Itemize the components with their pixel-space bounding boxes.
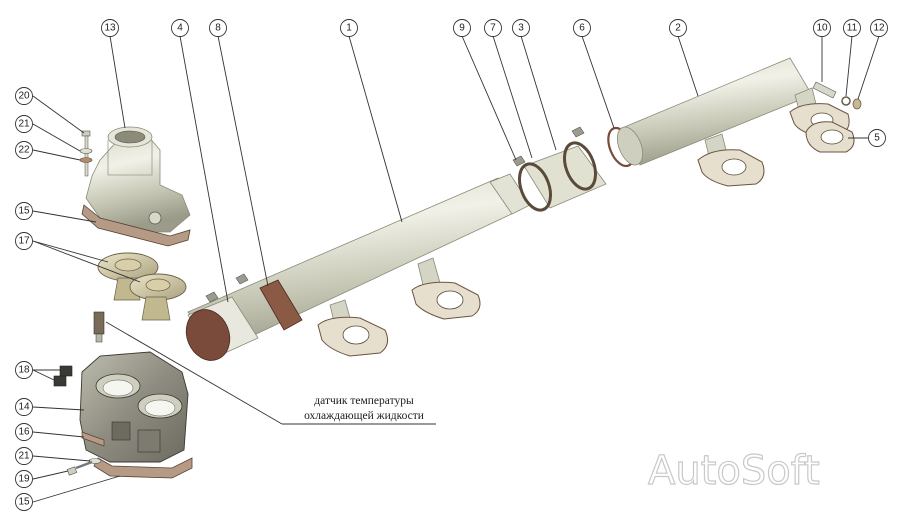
callout-16-bubble bbox=[15, 423, 33, 441]
callout-15-lower-bubble bbox=[15, 493, 33, 511]
callout-3-label: 3 bbox=[518, 23, 524, 34]
callout-21-lower-label: 21 bbox=[18, 451, 30, 462]
callout-13-bubble bbox=[101, 19, 119, 37]
gasket-15-upper bbox=[81, 204, 191, 247]
callout-12-bubble bbox=[870, 19, 888, 37]
callout-18-label: 18 bbox=[18, 365, 30, 376]
washer-11 bbox=[841, 96, 851, 106]
callout-9-label: 9 bbox=[459, 23, 465, 34]
callout-22-bubble bbox=[15, 141, 33, 159]
sensor-caption-line2: охлаждающей жидкости bbox=[304, 410, 424, 422]
bolt-10 bbox=[812, 81, 837, 99]
callout-10-label: 10 bbox=[816, 23, 828, 34]
clamp-9 bbox=[512, 126, 585, 167]
pipe-1 bbox=[187, 173, 531, 357]
washer-21-upper bbox=[79, 148, 93, 154]
callout-15-upper-bubble bbox=[15, 202, 33, 220]
callout-6-label: 6 bbox=[579, 23, 585, 34]
callout-20-bubble bbox=[15, 87, 33, 105]
bolt-19 bbox=[66, 460, 93, 476]
bolt-20 bbox=[81, 130, 91, 177]
callout-6-bubble bbox=[573, 19, 591, 37]
callout-15-lower-label: 15 bbox=[18, 497, 30, 508]
callout-12-label: 12 bbox=[873, 23, 885, 34]
washer-22 bbox=[79, 157, 93, 163]
gasket-5 bbox=[805, 121, 855, 153]
washer-12 bbox=[852, 98, 862, 110]
callout-7-label: 7 bbox=[490, 23, 496, 34]
callout-14-bubble bbox=[15, 398, 33, 416]
callout-19-label: 19 bbox=[18, 474, 30, 485]
pipe-2 bbox=[616, 57, 850, 187]
callout-18-bubble bbox=[15, 361, 33, 379]
callout-22-label: 22 bbox=[18, 145, 30, 156]
gasket-15-lower bbox=[93, 457, 193, 479]
callout-4-bubble bbox=[171, 19, 189, 37]
pipe-1-flange-right bbox=[411, 281, 481, 320]
callout-17-bubble bbox=[15, 232, 33, 250]
callout-10-bubble bbox=[813, 19, 831, 37]
callout-19-bubble bbox=[15, 470, 33, 488]
gasket-16 bbox=[81, 431, 105, 447]
thermostat-17-b bbox=[129, 273, 187, 321]
callout-13-label: 13 bbox=[104, 23, 116, 34]
callout-9-bubble bbox=[453, 19, 471, 37]
callout-5-label: 5 bbox=[874, 133, 880, 144]
sensor-caption-line1: датчик температуры bbox=[314, 395, 414, 407]
callout-2-bubble bbox=[669, 19, 687, 37]
plug-18 bbox=[53, 365, 73, 387]
pipe-2-flange-left bbox=[697, 149, 765, 187]
thermostat-housing-13 bbox=[85, 126, 191, 233]
callout-3-bubble bbox=[512, 19, 530, 37]
callout-1-label: 1 bbox=[346, 23, 352, 34]
callout-5-bubble bbox=[868, 129, 886, 147]
callout-7-bubble bbox=[484, 19, 502, 37]
callout-8-bubble bbox=[209, 19, 227, 37]
callout-11-bubble bbox=[843, 19, 861, 37]
callout-16-label: 16 bbox=[18, 427, 30, 438]
callout-1-bubble bbox=[340, 19, 358, 37]
pipe-1-flange-left bbox=[317, 316, 389, 357]
seal-4 bbox=[185, 296, 259, 361]
thermostat-housing-14 bbox=[79, 351, 189, 463]
callout-11-label: 11 bbox=[847, 23, 858, 34]
callouts: 13 4 8 1 9 7 3 6 2 10 bbox=[15, 19, 888, 511]
callout-4-label: 4 bbox=[177, 23, 183, 34]
sensor-caption: датчик температуры охлаждающей жидкости bbox=[105, 321, 436, 425]
callout-21-upper-bubble bbox=[15, 115, 33, 133]
callout-21-lower-bubble bbox=[15, 447, 33, 465]
callout-20-label: 20 bbox=[18, 91, 30, 102]
callout-2-label: 2 bbox=[675, 23, 681, 34]
callout-21-upper-label: 21 bbox=[18, 119, 30, 130]
coolant-temperature-sensor bbox=[93, 311, 105, 343]
watermark: AutoSoft bbox=[648, 448, 820, 494]
coupling-3 bbox=[517, 141, 607, 212]
callout-15-upper-label: 15 bbox=[18, 206, 30, 217]
callout-17-label: 17 bbox=[18, 236, 30, 247]
callout-14-label: 14 bbox=[18, 402, 30, 413]
callout-8-label: 8 bbox=[215, 23, 221, 34]
clamp-8 bbox=[205, 273, 303, 331]
